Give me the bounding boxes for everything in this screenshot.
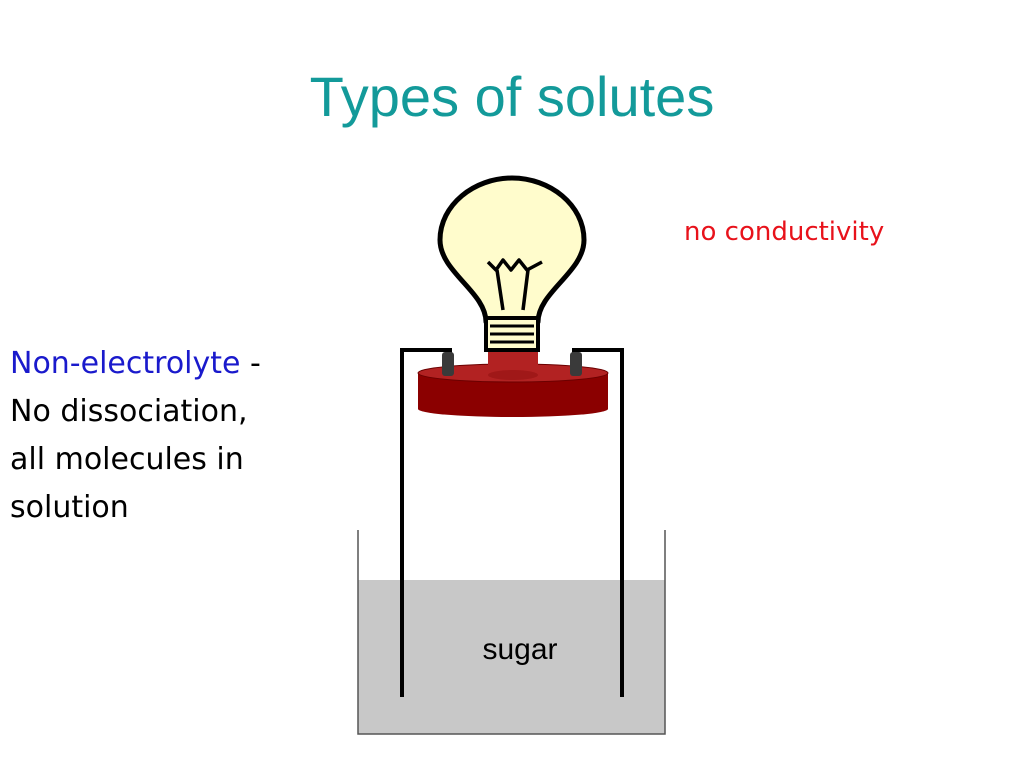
slide-title: Types of solutes	[309, 65, 715, 128]
light-bulb-icon	[437, 175, 587, 352]
right-terminal	[570, 352, 582, 376]
filament-support-right	[521, 269, 530, 311]
definition-block: Non-electrolyte - No dissociation, all m…	[10, 340, 355, 532]
bulb-stand	[417, 345, 609, 417]
definition-heading: Non-electrolyte -	[10, 340, 355, 388]
stand-base-bottom	[418, 401, 608, 417]
filament-support-left	[495, 269, 505, 311]
socket-neck-rim	[488, 370, 538, 380]
description-line-3: solution	[10, 490, 129, 525]
bulb-glass	[437, 175, 587, 325]
term-separator: -	[240, 346, 261, 381]
description-line-1: No dissociation,	[10, 394, 248, 429]
solution-fill	[358, 580, 665, 734]
beaker-icon	[357, 530, 666, 735]
left-terminal	[442, 352, 454, 376]
term-non-electrolyte: Non-electrolyte	[10, 346, 241, 381]
solution-label: sugar	[482, 633, 557, 666]
beaker-outline	[357, 530, 666, 735]
description-line-2: all molecules in	[10, 442, 244, 477]
conductivity-note: no conductivity	[684, 217, 885, 247]
